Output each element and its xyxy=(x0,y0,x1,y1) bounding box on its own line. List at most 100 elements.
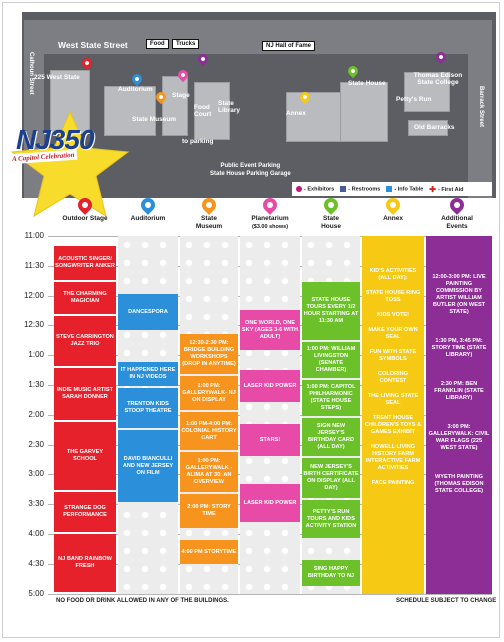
additional-item: 3:00 pm: GalleryWalk: Civil War Flags (2… xyxy=(428,424,490,451)
planetarium-block: Laser Kid Power xyxy=(240,370,300,402)
logo-text: NJ350 xyxy=(16,124,95,155)
map-pin-statehouse-icon xyxy=(345,63,361,79)
map-label-225: 225 West State xyxy=(34,74,80,81)
parking-line-1: Public Event Parking xyxy=(220,163,281,169)
outdoor-block: Steve Carrington Jazz Trio xyxy=(54,316,116,366)
col-head-annex: Annex xyxy=(362,195,424,223)
time-label: 2:30 xyxy=(28,439,44,449)
time-label: 3:30 xyxy=(28,499,44,509)
exhibitor-dot-icon xyxy=(296,185,302,192)
map-pin-outdoor-icon xyxy=(79,55,95,71)
auditorium-block: It Happened Here in NJ Videos xyxy=(118,362,178,386)
building-stage xyxy=(162,76,188,136)
nj350-star-logo xyxy=(10,112,130,218)
time-label: 3:00 xyxy=(28,469,44,479)
map-label-state-house: State House xyxy=(348,80,386,87)
time-label: 11:00 xyxy=(24,231,44,240)
auditorium-block: Dancespora xyxy=(118,294,178,330)
additional-item: Wyeth Painting (Thomas Edison State Coll… xyxy=(434,474,484,494)
col-head-auditorium: Auditorium xyxy=(118,195,178,223)
statehouse-block: 1:00 pm: Capitol Philharmonic (State Hou… xyxy=(302,380,360,416)
planetarium-pin-icon xyxy=(260,195,280,215)
barrack-street xyxy=(468,20,492,198)
statehouse-block: Sing Happy Birthday to NJ xyxy=(302,560,360,586)
annex-list: Kid's Activities (All Day):State House R… xyxy=(364,268,422,495)
statehouse-block: New Jersey's Birth Certificate on Displa… xyxy=(302,458,360,498)
map-label-to-parking: to parking xyxy=(182,138,214,145)
first-aid-icon: ✚ xyxy=(429,184,436,194)
annex-pin-icon xyxy=(383,195,403,215)
museum-block: 1:00 pm: GalleryWalk - Alima at 30: an O… xyxy=(180,452,238,492)
map-legend: - Exhibitors - Restrooms - Info Table ✚-… xyxy=(292,182,492,196)
building-library xyxy=(194,82,230,140)
outdoor-block: NJ Band Rainbow Fresh xyxy=(54,534,116,592)
time-label: 12:00 xyxy=(23,290,44,300)
footer-note-right: Schedule Subject to Change xyxy=(396,598,497,604)
annex-item: Face Painting xyxy=(371,480,415,486)
museum-block: 1:00 pm-4:00 pm: Colonial History Cart xyxy=(180,412,238,450)
time-label: 2:00 xyxy=(28,409,44,419)
time-label: 5:00 xyxy=(28,588,44,598)
street-label-west-state: West State Street xyxy=(58,40,128,50)
outdoor-block: The Charming Magician xyxy=(54,282,116,314)
outdoor-pin-icon xyxy=(75,195,95,215)
additional-list: 12:00-3:00 pm: Live Painting Commission … xyxy=(428,274,490,517)
sign-food: Food xyxy=(146,39,169,49)
map-pin-auditorium-icon xyxy=(129,71,145,87)
outdoor-block: The Garvey School xyxy=(54,422,116,490)
map-label-old-barracks: Old Barracks xyxy=(414,124,455,131)
parking-line-2: State House Parking Garage xyxy=(210,171,291,177)
col-head-planetarium: Planetarium($3.00 shows) xyxy=(240,195,300,231)
legend-exhibitors: - Exhibitors xyxy=(296,185,334,192)
planetarium-block: One World, One Sky (Ages 3-6 with adult) xyxy=(240,310,300,350)
annex-item: State House Ring Toss xyxy=(365,290,421,303)
map-label-stage: Stage xyxy=(172,92,190,99)
time-label: 4:00 xyxy=(28,529,44,538)
planetarium-block: Stars! xyxy=(240,424,300,456)
additional-item: 2:30 pm: Ben Franklin (State Library) xyxy=(434,381,484,401)
statehouse-block: Sign New Jersey's Birthday Card (All Day… xyxy=(302,418,360,456)
annex-item: Howell Living History Farm Interactive F… xyxy=(365,444,421,471)
statehouse-block: 1:00 pm: William Livingston (Senate Cham… xyxy=(302,342,360,378)
building-tesc xyxy=(404,72,450,112)
time-gridline xyxy=(48,593,492,595)
time-label: 4:30 xyxy=(28,558,44,568)
map-label-auditorium: Auditorium xyxy=(118,86,153,93)
building-auditorium xyxy=(104,86,156,136)
time-label: 11:30 xyxy=(24,260,44,270)
auditorium-pin-icon xyxy=(138,195,158,215)
time-label: 12:30 xyxy=(23,320,44,330)
annex-item: Kids Vote! xyxy=(376,312,409,318)
museum-pin-icon xyxy=(199,195,219,215)
additional-item: 12:00-3:00 pm: Live Painting Commission … xyxy=(432,274,486,315)
sign-trucks: Trucks xyxy=(172,39,200,49)
museum-block: 4:00 pm Storytime xyxy=(180,540,238,564)
street-label-barrack: Barrack Street xyxy=(478,86,484,128)
map-label-food-court: Food Court xyxy=(194,104,212,118)
annex-item: The Living State Seal xyxy=(367,393,419,406)
col-head-outdoor: Outdoor Stage xyxy=(54,195,116,223)
info-icon xyxy=(386,185,393,192)
legend-info: - Info Table xyxy=(386,185,423,192)
planetarium-block: Laser Kid Power xyxy=(240,484,300,522)
outdoor-block: Strange Dog Performance xyxy=(54,492,116,532)
sign-hall-of-fame: NJ Hall of Fame xyxy=(262,41,316,51)
statehouse-block: State House Tours every 1/2 hour startin… xyxy=(302,282,360,340)
statehouse-block: Petty's Run Tours and Kids Activity Stat… xyxy=(302,500,360,538)
museum-block: 12:30-2:30 pm: Bridge Building Workshops… xyxy=(180,334,238,374)
outdoor-block: Indie Music Artist Sarah Donner xyxy=(54,368,116,420)
auditorium-block: Trenton Kids Stoop Theatre xyxy=(118,388,178,428)
map-label-pettys-run: Petty's Run xyxy=(396,96,432,103)
additional-item: 1:30 pm, 3:45 pm: Story Time (State Libr… xyxy=(431,338,487,358)
additional-column xyxy=(426,236,492,594)
statehouse-pin-icon xyxy=(321,195,341,215)
additional-pin-icon xyxy=(447,195,467,215)
annex-item: Fun with State Symbols xyxy=(369,349,417,362)
time-label: 1:00 xyxy=(28,350,44,360)
museum-block: 2:00 pm: Story Time xyxy=(180,494,238,528)
map-label-state-library: State Library xyxy=(218,100,241,114)
restroom-icon xyxy=(340,185,347,192)
